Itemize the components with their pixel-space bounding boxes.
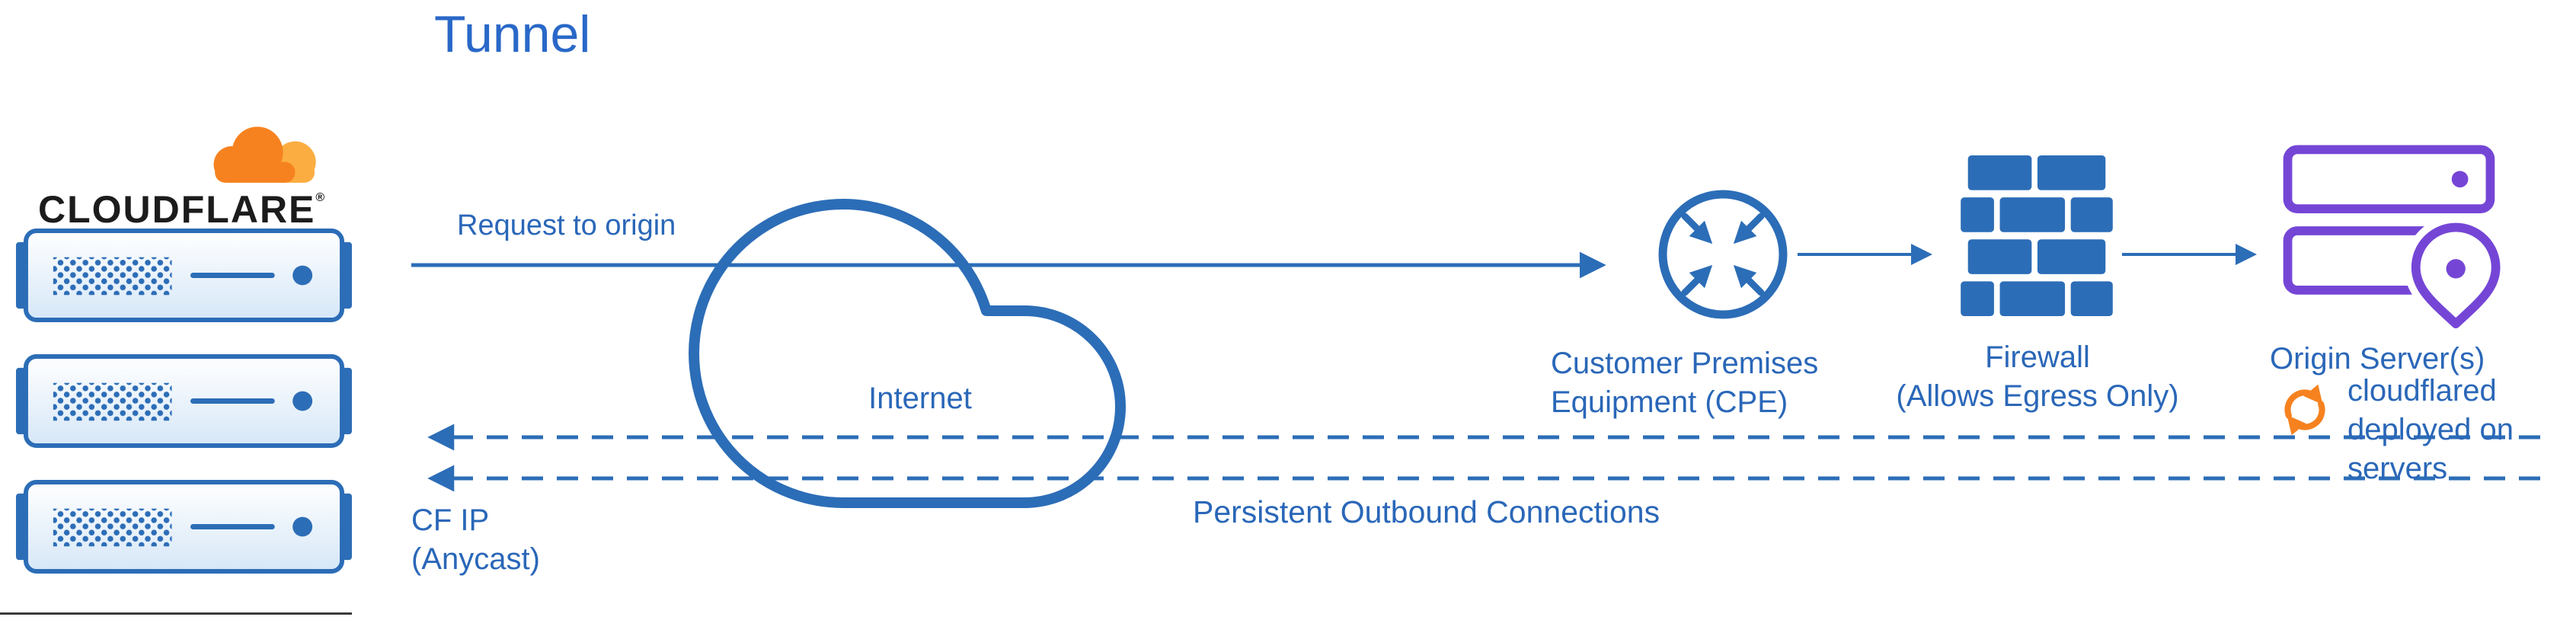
internet-label: Internet [868, 382, 972, 415]
server-grille [53, 257, 172, 296]
server-grille [53, 508, 172, 547]
origin-servers-icon [2282, 145, 2508, 336]
cloudflared-label-line2: deployed on [2347, 413, 2514, 447]
server-led [292, 391, 313, 411]
cpe-label-line1: Customer Premises [1551, 347, 1819, 380]
persistent-outbound-label: Persistent Outbound Connections [1193, 494, 1660, 529]
firewall-label-line2: (Allows Egress Only) [1896, 379, 2179, 414]
edge-server-icon [14, 354, 354, 448]
firewall-label-line1: Firewall [1985, 340, 2090, 374]
cloudflared-label: cloudflared deployed on servers [2347, 372, 2514, 489]
cpe-label-line2: Equipment (CPE) [1551, 385, 1788, 420]
cf-ip-line2: (Anycast) [411, 542, 540, 577]
request-to-origin-label: Request to origin [457, 209, 676, 241]
cloudflared-label-line1: cloudflared [2347, 374, 2497, 408]
cloudflare-wordmark: CLOUDFLARE® [38, 187, 326, 232]
sync-arrows-icon [2277, 382, 2332, 437]
firewall-label: Firewall (Allows Egress Only) [1866, 338, 2209, 416]
internet-cloud-icon [689, 199, 1126, 508]
brand-text: CLOUDFLARE [38, 188, 316, 231]
registered-mark: ® [315, 191, 327, 204]
origin-servers-label: Origin Server(s) [2270, 342, 2485, 376]
edge-server-icon [14, 480, 354, 574]
page-title: Tunnel [434, 5, 591, 63]
cloudflared-label-line3: servers [2347, 452, 2448, 486]
logo-cloud-dark [213, 126, 296, 183]
location-pin-icon [2404, 216, 2508, 336]
cpe-router-icon [1653, 184, 1793, 324]
cloudflare-cloud-icon [190, 116, 324, 191]
bottom-divider [0, 612, 352, 615]
edge-server-icon [14, 229, 354, 322]
cpe-label: Customer Premises Equipment (CPE) [1551, 344, 1818, 422]
firewall-brick-icon [1961, 155, 2113, 316]
server-led [292, 516, 313, 537]
server-grille [53, 382, 172, 421]
server-led [292, 265, 313, 286]
cf-ip-line1: CF IP [411, 504, 490, 537]
cf-ip-anycast-label: CF IP (Anycast) [411, 501, 540, 579]
